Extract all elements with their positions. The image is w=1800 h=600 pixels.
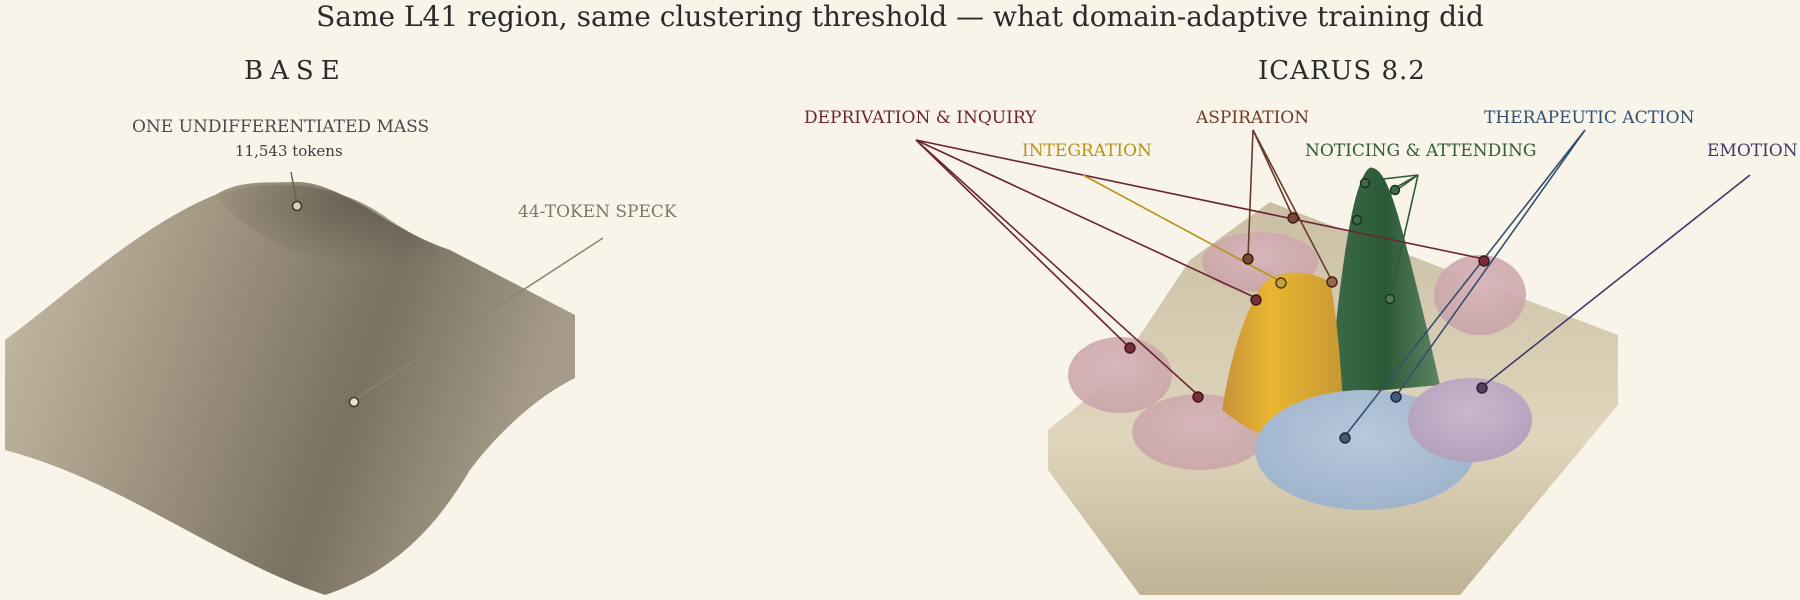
annotation-point	[1287, 212, 1299, 224]
annotation-point	[1124, 342, 1136, 354]
cluster-label-emotion: EMOTION	[1707, 141, 1798, 161]
leader-line	[915, 139, 1199, 396]
peak-emotion-back	[1434, 255, 1526, 335]
annotation-point	[1359, 177, 1371, 189]
cluster-label-aspiration: ASPIRATION	[1196, 108, 1310, 128]
annotation-point	[1250, 294, 1262, 306]
annotation-point	[1339, 432, 1351, 444]
annotation-point	[1476, 382, 1488, 394]
icarus-surface	[1048, 167, 1618, 595]
annotation-point	[1192, 391, 1204, 403]
leader-line	[1364, 174, 1419, 182]
leader-line	[915, 139, 1257, 299]
mass-label: ONE UNDIFFERENTIATED MASS	[132, 117, 430, 137]
cluster-label-noticing: NOTICING & ATTENDING	[1305, 141, 1537, 161]
annotation-point	[1242, 253, 1254, 265]
annotation-point	[1351, 214, 1363, 226]
peak-deprivation-left	[1068, 337, 1172, 413]
cluster-label-therapeutic: THERAPEUTIC ACTION	[1484, 108, 1695, 128]
annotation-point	[1275, 277, 1287, 289]
base-panel-title: BASE	[244, 56, 347, 86]
cluster-label-integration: INTEGRATION	[1022, 141, 1152, 161]
annotation-point	[348, 396, 360, 408]
leader-line	[1395, 129, 1586, 397]
leader-line	[915, 139, 1485, 260]
annotation-point	[291, 200, 303, 212]
annotation-point	[1384, 293, 1396, 305]
leader-line	[353, 237, 604, 401]
annotation-point	[1326, 276, 1338, 288]
leader-line	[1247, 129, 1254, 259]
annotation-point	[1478, 255, 1490, 267]
annotation-point	[1389, 184, 1401, 196]
leader-line	[1252, 129, 1294, 218]
leader-line	[1252, 129, 1333, 282]
icarus-points	[1124, 177, 1490, 444]
page-title: Same L41 region, same clustering thresho…	[316, 0, 1484, 33]
leader-line	[1389, 174, 1419, 299]
speck-label: 44-TOKEN SPECK	[518, 202, 677, 222]
leader-line	[290, 171, 298, 205]
annotation-point	[1390, 391, 1402, 403]
leader-line	[915, 139, 1131, 349]
leader-line	[1344, 129, 1586, 437]
cluster-label-deprivation: DEPRIVATION & INQUIRY	[804, 108, 1037, 128]
base-surface	[5, 182, 575, 595]
leader-line	[1481, 174, 1751, 388]
mass-token-count: 11,543 tokens	[235, 142, 343, 160]
icarus-panel-title: ICARUS 8.2	[1258, 56, 1426, 86]
peak-emotion	[1408, 378, 1532, 462]
leader-line	[1356, 174, 1419, 219]
